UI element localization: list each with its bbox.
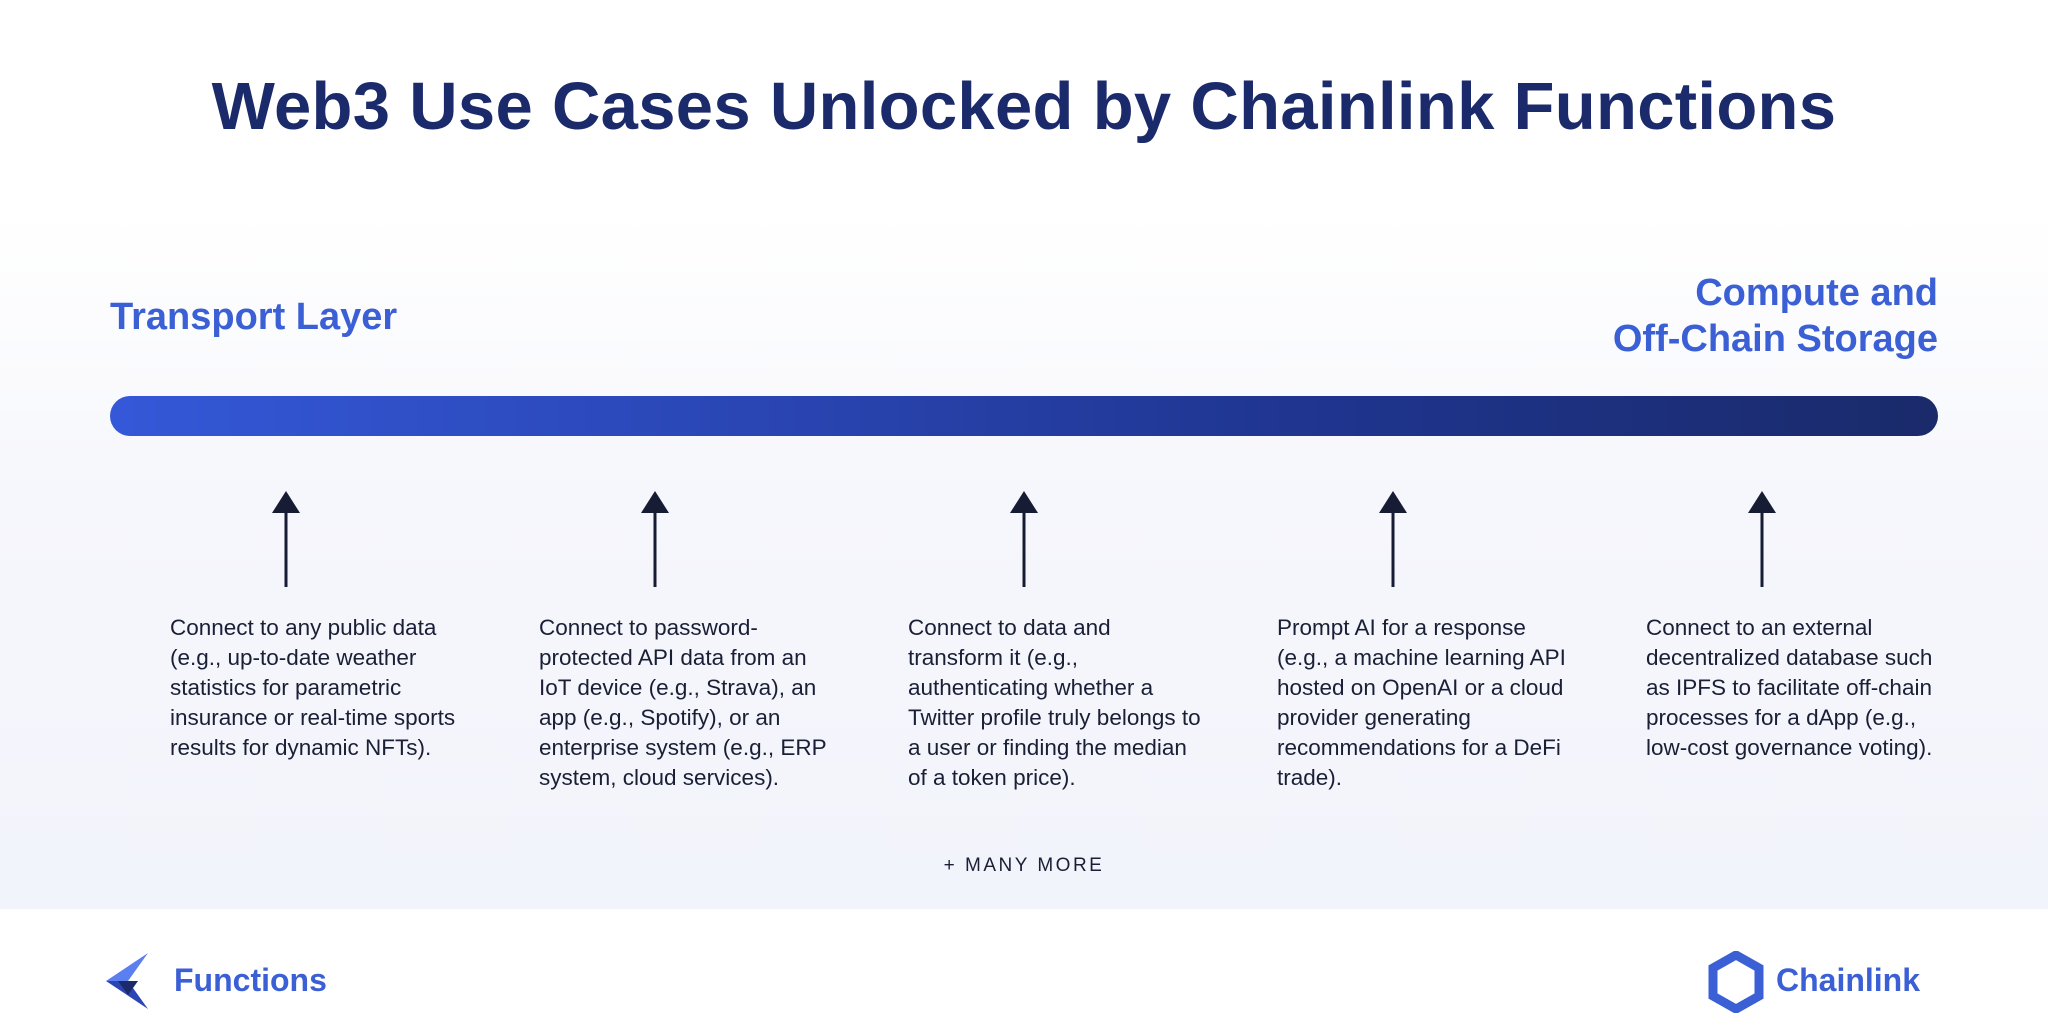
use-case-public-data: Connect to any public data (e.g., up-to-…	[170, 615, 456, 760]
many-more-label: + MANY MORE	[943, 855, 1105, 876]
arrow-up-icon	[1009, 491, 1039, 587]
functions-logo-icon	[104, 951, 150, 1011]
page-title: Web3 Use Cases Unlocked by Chainlink Fun…	[211, 69, 1837, 144]
compute-storage-label: Compute and Off-Chain Storage	[1613, 270, 1938, 362]
use-case-protected-api: Connect to password-protected API data f…	[539, 615, 827, 790]
compute-storage-label-line1: Compute and	[1695, 272, 1938, 314]
chainlink-hexagon-icon	[1708, 949, 1764, 1015]
spectrum-bar	[110, 396, 1938, 436]
arrow-up-icon	[271, 491, 301, 587]
arrow-up-icon	[1378, 491, 1408, 587]
use-case-decentralized-storage: Connect to an external decentralized dat…	[1646, 615, 1933, 760]
arrow-up-icon	[640, 491, 670, 587]
transport-layer-label: Transport Layer	[110, 296, 398, 338]
compute-storage-label-line2: Off-Chain Storage	[1612, 318, 1938, 360]
chainlink-brand-name: Chainlink	[1776, 962, 1921, 998]
use-case-prompt-ai: Prompt AI for a response (e.g., a machin…	[1277, 615, 1566, 790]
functions-brand-name: Functions	[174, 962, 327, 998]
arrow-up-icon	[1747, 491, 1777, 587]
use-case-transform-data: Connect to data and transform it (e.g., …	[908, 615, 1201, 790]
